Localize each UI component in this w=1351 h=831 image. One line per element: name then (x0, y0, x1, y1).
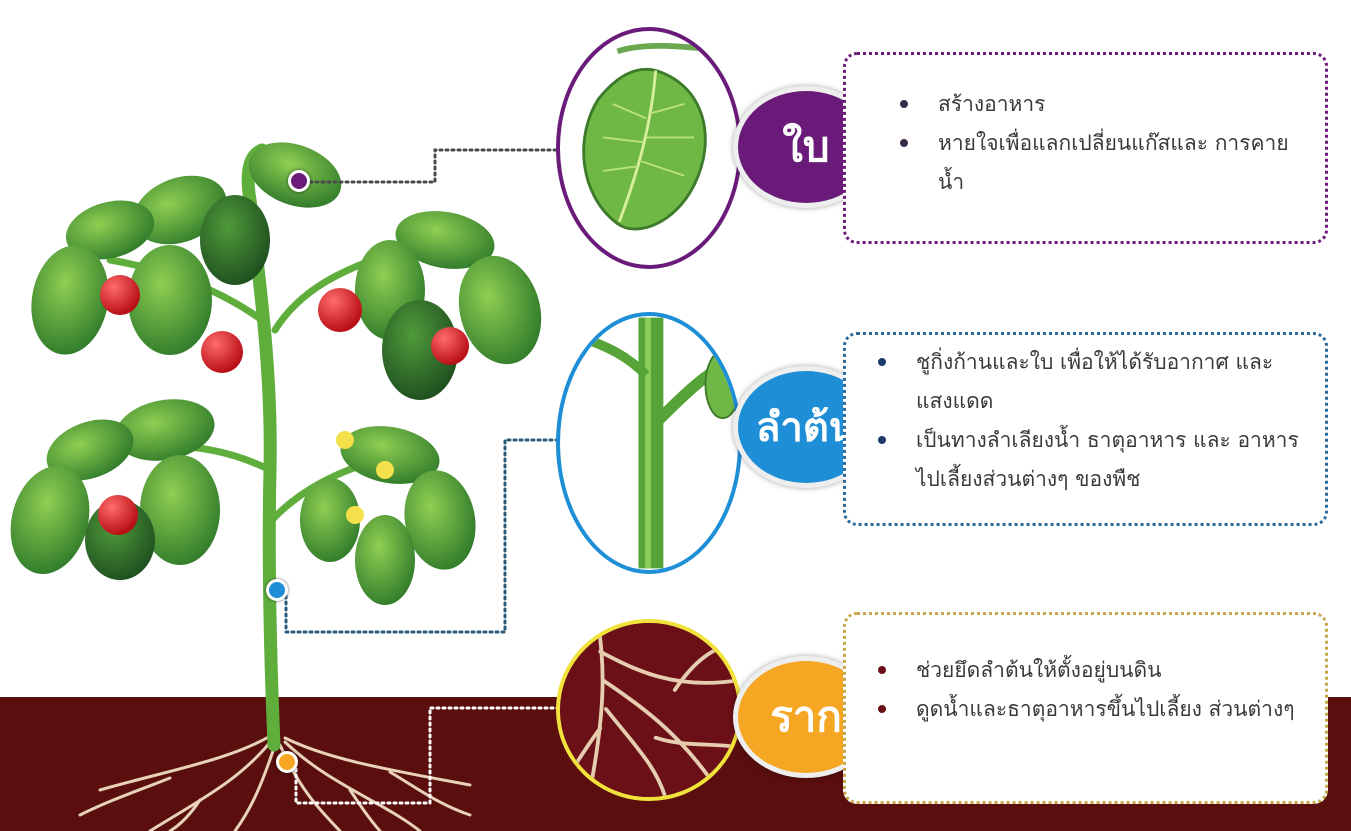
stem-function-1: ชูกิ่งก้านและใบ เพื่อให้ได้รับอากาศ และแ… (916, 350, 1273, 413)
root-info-box: ช่วยยึดลำต้นให้ตั้งอยู่บนดิน ดูดน้ำและธา… (843, 612, 1328, 804)
leaf-function-1: สร้างอาหาร (938, 92, 1045, 116)
root-function-1: ช่วยยึดลำต้นให้ตั้งอยู่บนดิน (916, 658, 1162, 682)
bullet-icon (878, 436, 886, 444)
list-item: ชูกิ่งก้านและใบ เพื่อให้ได้รับอากาศ และแ… (864, 343, 1305, 421)
bullet-icon (878, 705, 886, 713)
bullet-icon (900, 100, 908, 108)
stem-info-box: ชูกิ่งก้านและใบ เพื่อให้ได้รับอากาศ และแ… (843, 332, 1328, 526)
leaf-function-2: หายใจเพื่อแลกเปลี่ยนแก๊สและ การคายน้ำ (938, 131, 1289, 194)
list-item: ช่วยยึดลำต้นให้ตั้งอยู่บนดิน (864, 651, 1305, 690)
tomato-plant-illustration (0, 0, 560, 831)
bullet-icon (900, 139, 908, 147)
root-function-2: ดูดน้ำและธาตุอาหารขึ้นไปเลี้ยง ส่วนต่างๆ (916, 697, 1294, 721)
leaf-functions-list: สร้างอาหาร หายใจเพื่อแลกเปลี่ยนแก๊สและ ก… (886, 85, 1305, 202)
stem-function-2: เป็นทางลำเลียงน้ำ ธาตุอาหาร และ อาหารไปเ… (916, 428, 1299, 491)
leaf-info-box: สร้างอาหาร หายใจเพื่อแลกเปลี่ยนแก๊สและ ก… (843, 52, 1328, 244)
stem-functions-list: ชูกิ่งก้านและใบ เพื่อให้ได้รับอากาศ และแ… (864, 343, 1305, 499)
root-marker (276, 751, 298, 773)
list-item: หายใจเพื่อแลกเปลี่ยนแก๊สและ การคายน้ำ (886, 124, 1305, 202)
leaf-marker (288, 170, 310, 192)
stem-zoom-circle (556, 312, 742, 574)
bullet-icon (878, 358, 886, 366)
stem-marker (266, 579, 288, 601)
list-item: ดูดน้ำและธาตุอาหารขึ้นไปเลี้ยง ส่วนต่างๆ (864, 690, 1305, 729)
leaf-zoom-circle (556, 27, 742, 269)
bullet-icon (878, 666, 886, 674)
root-zoom-circle (556, 619, 742, 801)
list-item: เป็นทางลำเลียงน้ำ ธาตุอาหาร และ อาหารไปเ… (864, 421, 1305, 499)
root-functions-list: ช่วยยึดลำต้นให้ตั้งอยู่บนดิน ดูดน้ำและธา… (864, 651, 1305, 729)
list-item: สร้างอาหาร (886, 85, 1305, 124)
